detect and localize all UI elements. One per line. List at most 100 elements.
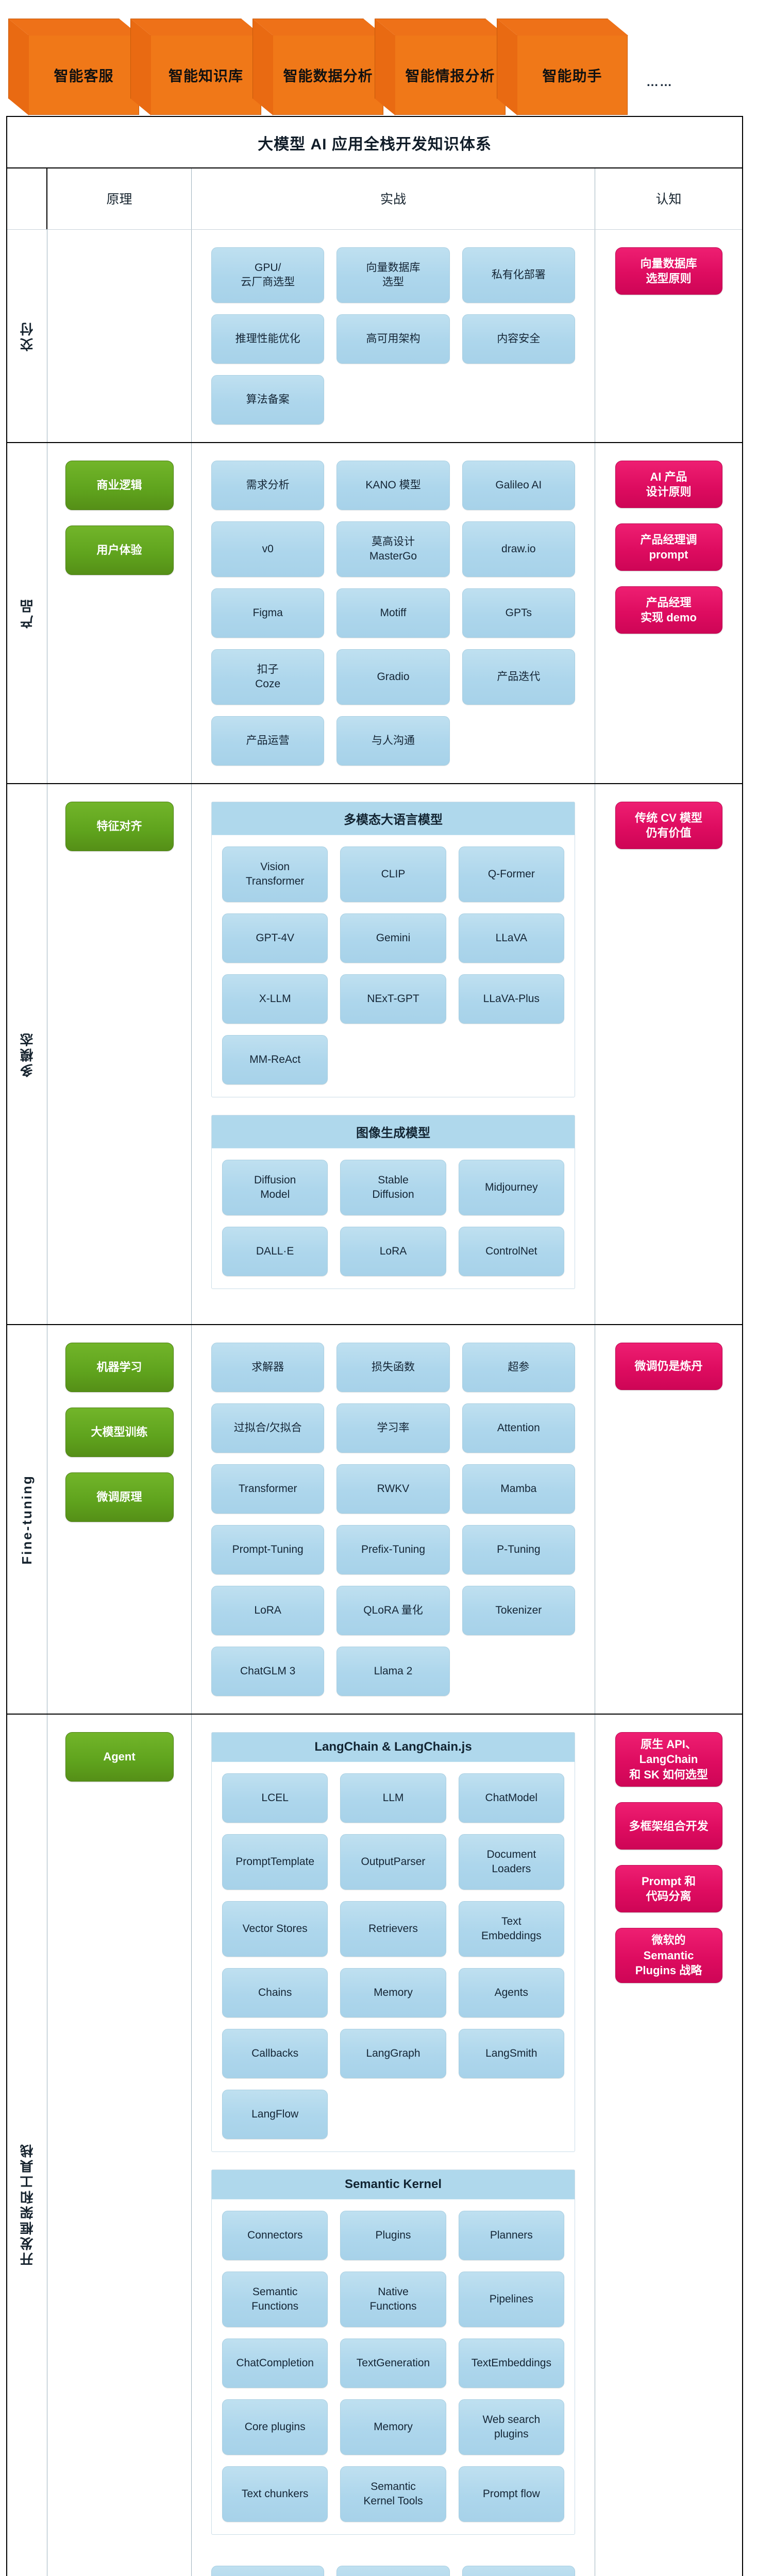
chip-item[interactable]: 高可用架构 — [336, 314, 450, 364]
chip-item[interactable]: Memory — [340, 2399, 446, 2455]
chip-item[interactable]: LangGraph — [340, 2029, 446, 2078]
cognition-chip[interactable]: 微调仍是炼丹 — [615, 1343, 722, 1390]
chip-item[interactable]: ChatGLM 3 — [211, 1647, 325, 1696]
chip-item[interactable]: LoRA — [211, 1586, 325, 1635]
chip-item[interactable]: 学习率 — [336, 1403, 450, 1453]
chip-item[interactable]: TextEmbeddings — [458, 2338, 564, 2388]
chip-item[interactable]: Attention — [462, 1403, 575, 1453]
chip-item[interactable]: Transformer — [211, 1464, 325, 1514]
chip-item[interactable]: LangFlow — [222, 2090, 328, 2139]
cognition-chip[interactable]: AI 产品设计原则 — [615, 461, 722, 508]
cognition-chip[interactable]: Prompt 和代码分离 — [615, 1865, 722, 1913]
chip-item[interactable]: Midjourney — [458, 1160, 564, 1215]
chip-item[interactable]: 产品迭代 — [462, 649, 575, 705]
chip-item[interactable]: 损失函数 — [336, 1343, 450, 1392]
chip-item[interactable]: GPU/云厂商选型 — [211, 247, 325, 303]
chip-item[interactable]: 推理性能优化 — [211, 314, 325, 364]
chip-item[interactable]: OutputParser — [340, 1834, 446, 1890]
chip-item[interactable]: X-LLM — [222, 974, 328, 1024]
chip-item[interactable]: Planners — [458, 2211, 564, 2260]
chip-item[interactable]: LLaVA — [458, 913, 564, 963]
chip-item[interactable]: 向量数据库选型 — [336, 247, 450, 303]
chip-item[interactable]: Gemini — [340, 913, 446, 963]
chip-item[interactable]: 产品运营 — [211, 716, 325, 766]
chip-item[interactable]: Plugins — [340, 2211, 446, 2260]
chip-item[interactable]: LLM — [340, 1773, 446, 1823]
principle-chip[interactable]: 大模型训练 — [65, 1408, 174, 1457]
chip-item[interactable]: DALL·E — [222, 1227, 328, 1276]
chip-item[interactable]: Figma — [211, 588, 325, 638]
cognition-chip[interactable]: 向量数据库选型原则 — [615, 247, 722, 295]
chip-item[interactable]: Prompt flow — [458, 2466, 564, 2522]
chip-item[interactable]: Pipelines — [458, 2272, 564, 2327]
chip-item[interactable]: 内容安全 — [462, 314, 575, 364]
chip-item[interactable]: GPTs — [462, 588, 575, 638]
chip-item[interactable]: 求解器 — [211, 1343, 325, 1392]
chip-item[interactable]: Mamba — [462, 1464, 575, 1514]
chip-item[interactable]: LoRA — [340, 1227, 446, 1276]
chip-item[interactable]: LCEL — [222, 1773, 328, 1823]
chip-item[interactable]: 超参 — [462, 1343, 575, 1392]
chip-item[interactable]: LlamaIndex — [211, 2566, 325, 2576]
chip-item[interactable]: Motiff — [336, 588, 450, 638]
chip-item[interactable]: TextGeneration — [340, 2338, 446, 2388]
chip-item[interactable]: LangSmith — [458, 2029, 564, 2078]
chip-item[interactable]: Gradio — [336, 649, 450, 705]
chip-item[interactable]: 与人沟通 — [336, 716, 450, 766]
chip-item[interactable]: Chains — [222, 1968, 328, 2018]
cognition-chip[interactable]: 多框架组合开发 — [615, 1802, 722, 1850]
chip-item[interactable]: draw.io — [462, 521, 575, 577]
principle-chip[interactable]: 用户体验 — [65, 526, 174, 575]
chip-item[interactable]: 算法备案 — [211, 375, 325, 425]
chip-item[interactable]: Memory — [340, 1968, 446, 2018]
chip-item[interactable]: Agents — [458, 1968, 564, 2018]
chip-item[interactable]: P-Tuning — [462, 1525, 575, 1574]
chip-item[interactable]: 私有化部署 — [462, 247, 575, 303]
chip-item[interactable]: Vector Stores — [222, 1901, 328, 1957]
chip-item[interactable]: Q-Former — [458, 846, 564, 902]
principle-chip[interactable]: 商业逻辑 — [65, 461, 174, 510]
chip-item[interactable]: KANO 模型 — [336, 461, 450, 510]
chip-item[interactable]: Text chunkers — [222, 2466, 328, 2522]
chip-item[interactable]: Callbacks — [222, 2029, 328, 2078]
chip-item[interactable]: ControlNet — [458, 1227, 564, 1276]
chip-item[interactable]: Connectors — [222, 2211, 328, 2260]
principle-chip[interactable]: 微调原理 — [65, 1472, 174, 1522]
chip-item[interactable]: Prefix-Tuning — [336, 1525, 450, 1574]
chip-item[interactable]: GPT-4V — [222, 913, 328, 963]
chip-item[interactable]: XAgent — [462, 2566, 575, 2576]
chip-item[interactable]: Prompt-Tuning — [211, 1525, 325, 1574]
principle-chip[interactable]: 特征对齐 — [65, 802, 174, 851]
chip-item[interactable]: CLIP — [340, 846, 446, 902]
chip-item[interactable]: NExT-GPT — [340, 974, 446, 1024]
chip-item[interactable]: Galileo AI — [462, 461, 575, 510]
chip-item[interactable]: PromptTemplate — [222, 1834, 328, 1890]
principle-chip[interactable]: Agent — [65, 1732, 174, 1782]
cognition-chip[interactable]: 产品经理实现 demo — [615, 586, 722, 634]
chip-item[interactable]: RWKV — [336, 1464, 450, 1514]
chip-item[interactable]: ChatModel — [458, 1773, 564, 1823]
chip-item[interactable]: Retrievers — [340, 1901, 446, 1957]
chip-item[interactable]: Core plugins — [222, 2399, 328, 2455]
cognition-chip[interactable]: 传统 CV 模型仍有价值 — [615, 802, 722, 849]
chip-item[interactable]: MetaGPT — [336, 2566, 450, 2576]
chip-item[interactable]: ChatCompletion — [222, 2338, 328, 2388]
chip-item[interactable]: 过拟合/欠拟合 — [211, 1403, 325, 1453]
chip-item[interactable]: MM-ReAct — [222, 1035, 328, 1084]
chip-item[interactable]: LLaVA-Plus — [458, 974, 564, 1024]
chip-item[interactable]: QLoRA 量化 — [336, 1586, 450, 1635]
chip-item[interactable]: Tokenizer — [462, 1586, 575, 1635]
